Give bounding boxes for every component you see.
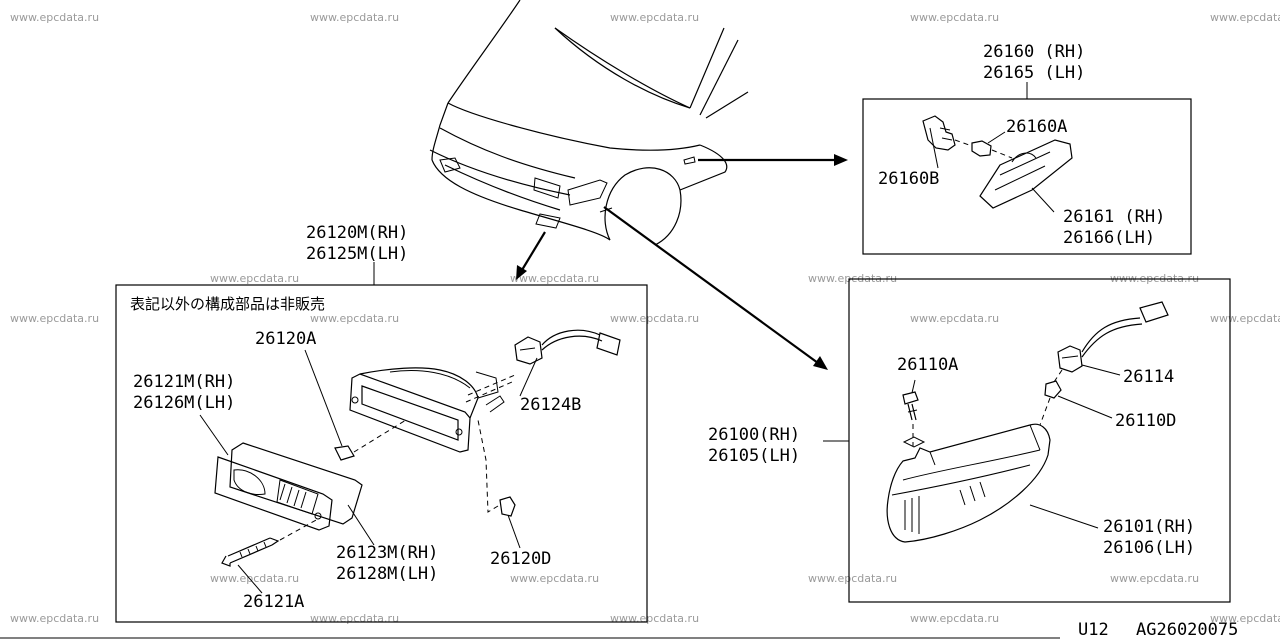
label-26123M: 26123M(RH) bbox=[336, 543, 438, 563]
label-26124B: 26124B bbox=[520, 395, 581, 415]
label-26160: 26160 (RH) bbox=[983, 42, 1085, 62]
footer-ref: AG26020075 bbox=[1136, 620, 1238, 640]
watermark: www.epcdata.ru bbox=[910, 11, 999, 24]
watermark: www.epcdata.ru bbox=[310, 612, 399, 625]
watermark: www.epcdata.ru bbox=[10, 312, 99, 325]
label-26160A: 26160A bbox=[1006, 117, 1067, 137]
label-26120D: 26120D bbox=[490, 549, 551, 569]
label-26120M: 26120M(RH) bbox=[306, 223, 408, 243]
watermark: www.epcdata.ru bbox=[910, 312, 999, 325]
watermark: www.epcdata.ru bbox=[610, 312, 699, 325]
label-26101: 26101(RH) bbox=[1103, 517, 1195, 537]
label-26120A: 26120A bbox=[255, 329, 316, 349]
watermark: www.epcdata.ru bbox=[1210, 312, 1280, 325]
label-26100: 26100(RH) bbox=[708, 425, 800, 445]
car-front-illustration bbox=[429, 0, 749, 246]
bumper-lamp-box bbox=[115, 284, 648, 623]
side-marker-group: 26160 (RH) 26165 (LH) 26160B 26160A 2616… bbox=[862, 42, 1192, 255]
note-not-sold-separately: 表記以外の構成部品は非販売 bbox=[130, 295, 325, 313]
label-26110A: 26110A bbox=[897, 355, 958, 375]
bumper-lamp-group: 26120M(RH) 26125M(LH) 表記以外の構成部品は非販売 2612… bbox=[115, 223, 648, 623]
watermark: www.epcdata.ru bbox=[808, 572, 897, 585]
watermark: www.epcdata.ru bbox=[310, 312, 399, 325]
label-26125M: 26125M(LH) bbox=[306, 244, 408, 264]
watermark: www.epcdata.ru bbox=[310, 11, 399, 24]
label-26121A: 26121A bbox=[243, 592, 304, 612]
footer-code: U12 bbox=[1078, 620, 1109, 640]
label-26121M: 26121M(RH) bbox=[133, 372, 235, 392]
watermark: www.epcdata.ru bbox=[510, 572, 599, 585]
watermark: www.epcdata.ru bbox=[10, 612, 99, 625]
label-26106: 26106(LH) bbox=[1103, 538, 1195, 558]
watermark: www.epcdata.ru bbox=[210, 272, 299, 285]
watermark: www.epcdata.ru bbox=[1110, 572, 1199, 585]
label-26110D: 26110D bbox=[1115, 411, 1176, 431]
corner-lamp-group: 26100(RH) 26105(LH) 26110A 26114 26110D … bbox=[708, 278, 1231, 603]
label-26114: 26114 bbox=[1123, 367, 1174, 387]
label-26105: 26105(LH) bbox=[708, 446, 800, 466]
watermark: www.epcdata.ru bbox=[1210, 11, 1280, 24]
callout-arrows bbox=[516, 154, 848, 370]
watermark: www.epcdata.ru bbox=[910, 612, 999, 625]
footer: U12 AG26020075 bbox=[0, 620, 1238, 640]
watermark: www.epcdata.ru bbox=[210, 572, 299, 585]
label-26128M: 26128M(LH) bbox=[336, 564, 438, 584]
label-26160B: 26160B bbox=[878, 169, 939, 189]
watermark: www.epcdata.ru bbox=[510, 272, 599, 285]
label-26165: 26165 (LH) bbox=[983, 63, 1085, 83]
watermark: www.epcdata.ru bbox=[610, 11, 699, 24]
watermark: www.epcdata.ru bbox=[1210, 612, 1280, 625]
label-26166: 26166(LH) bbox=[1063, 228, 1155, 248]
watermark: www.epcdata.ru bbox=[610, 612, 699, 625]
watermark: www.epcdata.ru bbox=[10, 11, 99, 24]
watermark-layer: www.epcdata.ru www.epcdata.ru www.epcdat… bbox=[10, 11, 1280, 625]
label-26126M: 26126M(LH) bbox=[133, 393, 235, 413]
label-26161: 26161 (RH) bbox=[1063, 207, 1165, 227]
